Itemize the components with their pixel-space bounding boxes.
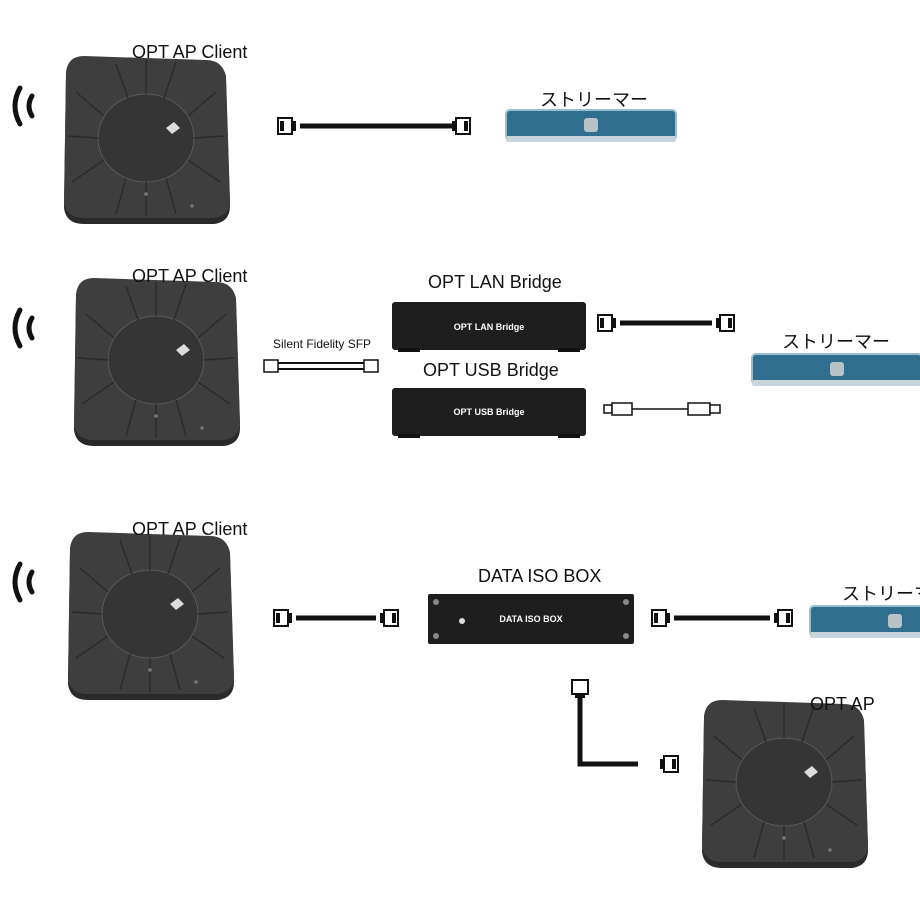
ap-label: OPT AP	[810, 694, 875, 714]
streamer-label: ストリーマー	[842, 584, 920, 604]
lan-cable	[273, 609, 399, 627]
iso-box-label: DATA ISO BOX	[478, 566, 602, 586]
usb-cable-icon	[603, 402, 721, 416]
lan-connector-icon	[773, 609, 793, 627]
wifi-signal-icon	[15, 564, 32, 600]
streamer-label: ストリーマー	[540, 90, 648, 110]
lan-connector-icon	[651, 609, 671, 627]
ap-client-device	[67, 531, 235, 701]
usb-bridge-box: OPT USB Bridge	[392, 388, 586, 438]
sfp-cable-icon	[263, 359, 379, 373]
lan-connector-icon	[273, 609, 293, 627]
lan-connector-icon	[715, 314, 735, 332]
streamer-device	[505, 109, 677, 143]
streamer-device	[809, 605, 920, 639]
lan-bridge-face: OPT LAN Bridge	[454, 322, 525, 332]
opt-ap-device	[701, 699, 869, 869]
sfp-label: Silent Fidelity SFP	[273, 337, 372, 351]
lan-connector-icon	[659, 755, 679, 773]
lan-cable	[651, 609, 793, 627]
client-label: OPT AP Client	[132, 519, 248, 539]
client-label: OPT AP Client	[132, 266, 248, 286]
client-label: OPT AP Client	[132, 42, 248, 62]
usb-bridge-label: OPT USB Bridge	[423, 360, 559, 380]
streamer-device	[751, 353, 920, 387]
wifi-signal-icon	[15, 310, 32, 346]
lan-connector-icon	[277, 117, 297, 135]
ap-client-device	[73, 277, 241, 447]
lan-connector-icon	[379, 609, 399, 627]
lan-cable	[571, 679, 679, 773]
wifi-signal-icon	[15, 88, 32, 124]
lan-connector-icon	[451, 117, 471, 135]
lan-bridge-label: OPT LAN Bridge	[428, 272, 562, 292]
lan-cable	[277, 117, 471, 135]
streamer-label: ストリーマー	[782, 332, 890, 352]
usb-bridge-face: OPT USB Bridge	[453, 407, 524, 417]
ap-client-device	[63, 55, 231, 225]
lan-cable	[597, 314, 735, 332]
lan-bridge-box: OPT LAN Bridge	[392, 302, 586, 352]
data-iso-box: DATA ISO BOX	[428, 594, 634, 644]
lan-connector-icon	[597, 314, 617, 332]
iso-box-face: DATA ISO BOX	[499, 614, 562, 624]
